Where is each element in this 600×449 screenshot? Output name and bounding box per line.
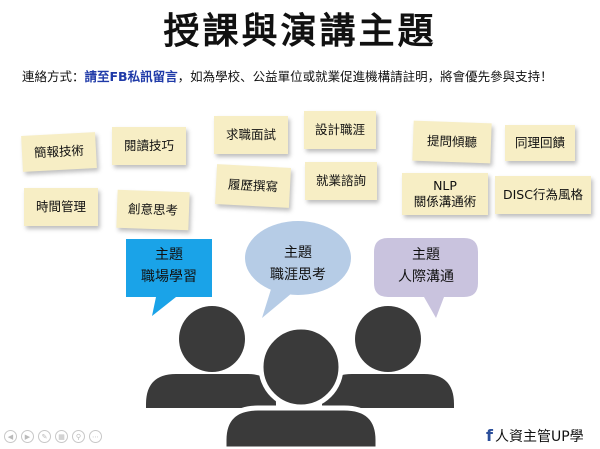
note-disc: DISC行為風格 xyxy=(495,176,591,214)
person-left xyxy=(146,306,276,408)
bubble-shape-work xyxy=(126,239,212,316)
person-center xyxy=(221,324,381,449)
facebook-icon: f xyxy=(486,426,493,445)
person-right xyxy=(322,306,454,408)
note-reading: 閱讀技巧 xyxy=(112,127,186,165)
contact-prefix: 連絡方式： xyxy=(22,69,85,84)
bubble-shape-career xyxy=(245,221,351,295)
contact-highlight: 請至FB私訊留言 xyxy=(84,69,178,84)
brand-text: 人資主管UP學 xyxy=(494,429,584,445)
slide-nav-toolbar: ◀ ▶ ✎ ▦ ⚲ ⋯ xyxy=(4,430,102,443)
back-icon[interactable]: ◀ xyxy=(4,430,17,443)
note-empathy: 同理回饋 xyxy=(505,125,575,161)
bubble-communication: 主題 人際溝通 xyxy=(398,247,454,285)
contact-line: 連絡方式：請至FB私訊留言，如為學校、公益單位或就業促進機構請註明，將會優先參與… xyxy=(22,66,553,85)
note-employment-consult: 就業諮詢 xyxy=(305,162,377,200)
more-icon[interactable]: ⋯ xyxy=(89,430,102,443)
zoom-icon[interactable]: ⚲ xyxy=(72,430,85,443)
forward-icon[interactable]: ▶ xyxy=(21,430,34,443)
note-time-management: 時間管理 xyxy=(24,188,98,226)
contact-suffix: ，如為學校、公益單位或就業促進機構請註明，將會優先參與支持！ xyxy=(177,69,553,84)
note-job-interview: 求職面試 xyxy=(214,116,288,154)
bubble-shape-communication xyxy=(374,238,478,318)
page-title: 授課與演講主題 xyxy=(163,11,437,52)
pen-icon[interactable]: ✎ xyxy=(38,430,51,443)
bubble-career-thinking: 主題 職涯思考 xyxy=(270,245,326,283)
slides-icon[interactable]: ▦ xyxy=(55,430,68,443)
note-career-design: 設計職涯 xyxy=(304,111,376,149)
bubble-work-learning: 主題 職場學習 xyxy=(141,247,197,285)
